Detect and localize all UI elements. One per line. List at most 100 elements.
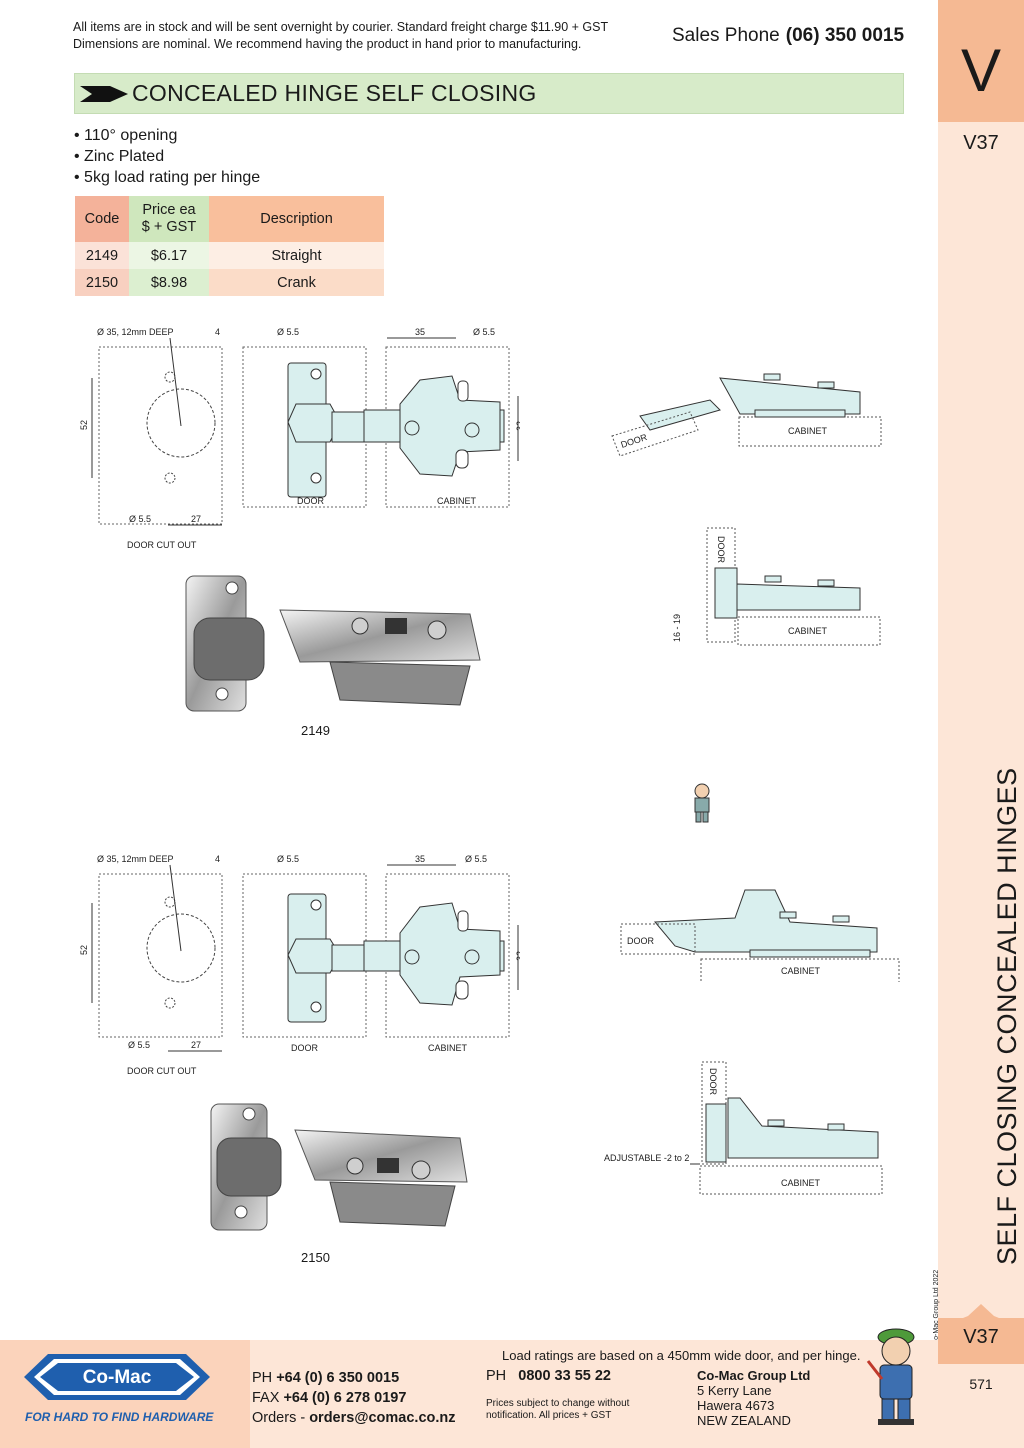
dim-32: 32 <box>515 951 520 961</box>
row-description: Straight <box>209 242 384 269</box>
address-line: NEW ZEALAND <box>697 1413 791 1428</box>
dim-5-5: Ø 5.5 <box>473 327 495 337</box>
section-tab <box>938 0 1024 122</box>
row-description: Crank <box>209 269 384 296</box>
row-code: 2149 <box>75 242 129 269</box>
mascot-illustration <box>866 1328 915 1425</box>
sidebar <box>938 0 1024 1448</box>
logo-text: Co-Mac <box>83 1367 152 1388</box>
prices-note-line-1: Prices subject to change without <box>486 1398 630 1409</box>
feature-item: • 110° opening <box>74 127 178 144</box>
ph-label: PH <box>252 1370 273 1386</box>
dim-35: 35 <box>415 854 425 864</box>
header-code: Code <box>75 196 129 242</box>
dim-35: 35 <box>415 327 425 337</box>
sales-phone-number[interactable]: (06) 350 0015 <box>785 25 905 46</box>
freephone: PH 0800 33 55 22 <box>486 1368 611 1384</box>
ph2-label: PH <box>486 1368 507 1384</box>
logo-tagline: FOR HARD TO FIND HARDWARE <box>25 1410 214 1424</box>
door-cutout-drawing: Ø 35, 12mm DEEP 4 52 Ø 5.5 27 DOOR CUT O… <box>79 327 223 550</box>
side-title-text: SELF CLOSING CONCEALED HINGES <box>992 767 1022 1265</box>
prices-note-line-2: notification. All prices + GST <box>486 1410 612 1421</box>
header-price-line-1: Price ea <box>142 202 196 218</box>
dim-4: 4 <box>215 854 220 864</box>
dim-27: 27 <box>191 514 201 524</box>
header-price: Price ea $ + GST <box>129 196 209 242</box>
page-code-tab <box>938 1318 1024 1364</box>
stock-notice-line-2: Dimensions are nominal. We recommend hav… <box>73 37 582 51</box>
door-label: DOOR <box>620 432 649 450</box>
dim-5-5: Ø 5.5 <box>277 854 299 864</box>
dim-5-5: Ø 5.5 <box>277 327 299 337</box>
side-view-closed-2149: CABINET DOOR 16 - 19 <box>672 527 881 646</box>
drawing-2150: Ø 35, 12mm DEEP 4 52 Ø 5.5 27 DOOR CUT O… <box>79 854 520 1076</box>
title-banner <box>74 73 904 114</box>
row-code: 2150 <box>75 269 129 296</box>
side-view-open-2149: CABINET DOOR <box>611 373 882 457</box>
hole-label: Ø 35, 12mm DEEP <box>97 327 174 337</box>
company-address: Co-Mac Group Ltd 5 Kerry Lane Hawera 467… <box>697 1368 810 1428</box>
header-description: Description <box>209 196 384 242</box>
fax-label: FAX <box>252 1390 280 1406</box>
cabinet-label: CABINET <box>788 626 828 636</box>
door-cut-out-label: DOOR CUT OUT <box>127 540 197 550</box>
cabinet-label: CABINET <box>781 966 821 976</box>
orders-email[interactable]: orders@comac.co.nz <box>309 1410 456 1426</box>
contact-details: PH +64 (0) 6 350 0015 FAX +64 (0) 6 278 … <box>252 1368 456 1428</box>
cabinet-label: CABINET <box>428 1043 468 1053</box>
dim-27: 27 <box>191 1040 201 1050</box>
orders-label: Orders - <box>252 1410 306 1426</box>
door-label: DOOR <box>297 496 325 506</box>
freephone-number[interactable]: 0800 33 55 22 <box>518 1368 611 1384</box>
sales-phone-label: Sales Phone <box>672 25 780 46</box>
dim-4: 4 <box>215 327 220 337</box>
cabinet-label: CABINET <box>788 426 828 436</box>
adjustable-label: ADJUSTABLE -2 to 2 <box>604 1153 689 1163</box>
comac-logo[interactable]: Co-Mac <box>24 1350 210 1406</box>
feature-item: • Zinc Plated <box>74 148 165 165</box>
phone-number[interactable]: +64 (0) 6 350 0015 <box>276 1370 400 1386</box>
row-price: $6.17 <box>129 242 209 269</box>
arrow-icon <box>80 86 128 102</box>
fax-number: +64 (0) 6 278 0197 <box>283 1390 407 1406</box>
address-line: 5 Kerry Lane <box>697 1383 772 1398</box>
stock-notice-line-1: All items are in stock and will be sent … <box>73 20 609 34</box>
table-header-row: Code Price ea $ + GST Description <box>75 196 384 242</box>
hole-label: Ø 35, 12mm DEEP <box>97 854 174 864</box>
stock-notice: All items are in stock and will be sent … <box>73 19 608 53</box>
dim-5-5: Ø 5.5 <box>128 1040 150 1050</box>
address-line: Hawera 4673 <box>697 1398 775 1413</box>
prices-note: Prices subject to change without notific… <box>486 1398 629 1422</box>
page-number: 571 <box>969 1376 993 1392</box>
page-title: CONCEALED HINGE SELF CLOSING <box>132 80 537 106</box>
door-label: DOOR <box>708 1068 718 1096</box>
hinge-photo-2149 <box>185 575 481 712</box>
sales-phone: Sales Phone(06) 350 0015 <box>672 25 904 47</box>
feature-item: • 5kg load rating per hinge <box>74 169 261 186</box>
dim-52: 52 <box>79 945 89 955</box>
product-code-2150: 2150 <box>301 1250 330 1265</box>
dim-32: 32 <box>515 421 520 431</box>
feature-list: • 110° opening • Zinc Plated • 5kg load … <box>74 125 260 188</box>
table-row: 2149 $6.17 Straight <box>75 242 384 269</box>
hinge-photo-2150 <box>210 1103 468 1231</box>
product-code-2149: 2149 <box>301 723 330 738</box>
dim-5-5: Ø 5.5 <box>129 514 151 524</box>
load-rating-note: Load ratings are based on a 450mm wide d… <box>502 1348 861 1363</box>
price-table: Code Price ea $ + GST Description 2149 $… <box>75 196 384 296</box>
section-code-bottom: V37 <box>963 1326 999 1348</box>
side-view-open-2150: CABINET DOOR <box>620 889 900 982</box>
section-letter: V <box>960 37 1002 104</box>
company-name: Co-Mac Group Ltd <box>697 1368 811 1383</box>
hinge-plan-drawing: Ø 5.5 35 Ø 5.5 32 DOOR CABINET <box>242 327 520 508</box>
overlay-range: 16 - 19 <box>672 614 682 642</box>
section-code-top: V37 <box>963 132 999 154</box>
cabinet-label: CABINET <box>437 496 477 506</box>
door-label: DOOR <box>291 1043 319 1053</box>
mascot-icon <box>694 783 710 823</box>
dim-52: 52 <box>79 420 89 430</box>
door-label: DOOR <box>627 936 655 946</box>
side-view-closed-2150: CABINET DOOR ADJUSTABLE -2 to 2 <box>604 1061 883 1195</box>
row-price: $8.98 <box>129 269 209 296</box>
dim-5-5: Ø 5.5 <box>465 854 487 864</box>
